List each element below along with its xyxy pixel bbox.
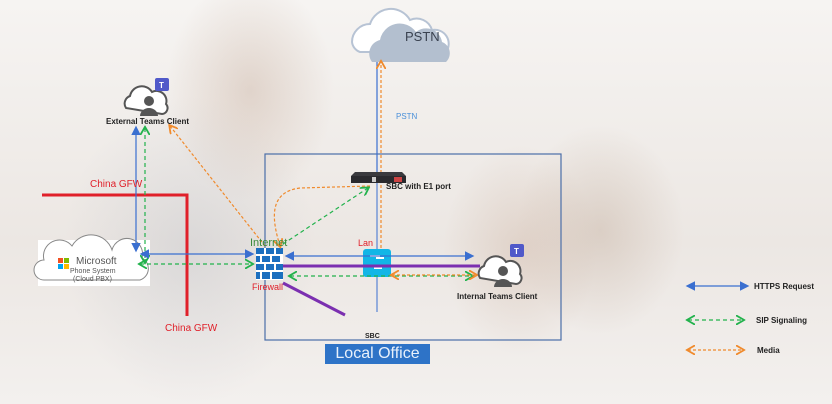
firewall-label: Firewall [252, 282, 284, 292]
phone-system-label: Phone System [70, 268, 116, 275]
internal-teams-client-label: Internal Teams Client [457, 292, 538, 301]
legend-sip-label: SIP Signaling [756, 316, 807, 325]
lan-switch-icon [363, 249, 391, 277]
local-office-boundary [264, 153, 562, 341]
sbc-bottom-label: SBC [365, 333, 380, 340]
china-gfw-bottom-label: China GFW [165, 323, 218, 334]
cloud-pbx-label: (Cloud PBX) [73, 276, 112, 283]
external-teams-client-icon: T [123, 78, 169, 116]
microsoft-cloud-icon [33, 234, 150, 286]
external-teams-client-label: External Teams Client [106, 117, 189, 126]
pstn-link-label: PSTN [396, 112, 418, 121]
sbc-device-icon [351, 172, 406, 183]
lan-label: Lan [358, 238, 374, 248]
sbc-label: SBC with E1 port [386, 182, 451, 191]
svg-text:T: T [514, 247, 519, 256]
pstn-cloud-icon [350, 7, 450, 63]
china-gfw-top-label: China GFW [90, 179, 143, 190]
firewall-icon [256, 248, 283, 280]
pstn-cloud-label: PSTN [405, 29, 440, 44]
microsoft-brand-label: Microsoft [76, 256, 117, 267]
internal-teams-client-icon: T [477, 244, 524, 287]
legend-https-label: HTTPS Request [754, 282, 815, 291]
legend-media-label: Media [757, 346, 780, 355]
local-office-label: Local Office [325, 344, 430, 364]
internet-label: Internet [250, 237, 288, 249]
svg-text:T: T [159, 81, 164, 90]
china-gfw-line [42, 193, 189, 316]
